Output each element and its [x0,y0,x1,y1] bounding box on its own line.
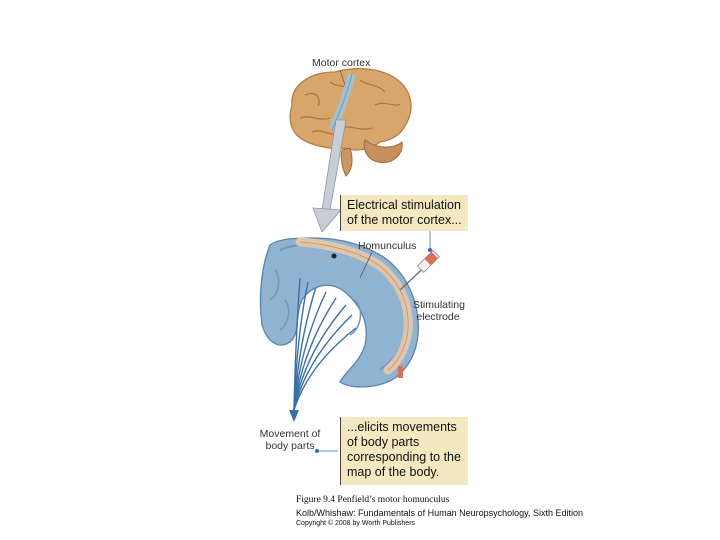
homunculus-label: Homunculus [358,240,417,252]
figure-caption: Figure 9.4 Penfield’s motor homunculus [296,495,450,505]
brain-illustration [289,68,412,177]
elicits-line1: ...elicits movements [347,420,457,434]
stimulation-line2: of the motor cortex... [347,213,462,227]
motor-cortex-label: Motor cortex [312,57,371,69]
elicits-line4: map of the body. [347,465,440,479]
electrode [399,249,440,291]
movement-line1: Movement of [259,428,321,440]
homunculus-leader [359,251,373,279]
elicits-line3: corresponding to the [347,450,461,464]
motor-cortex-leader [339,69,346,86]
stimulating-electrode-line1: Stimulating [413,299,465,311]
stimulation-line1: Electrical stimulation [347,198,461,212]
stimulation-connector-dot [428,248,432,252]
stimulating-electrode-label: Stimulating electrode [413,299,465,323]
cortex-slice [259,237,419,388]
elicits-connector-dot [315,449,319,453]
movement-arrowhead [289,410,299,422]
movement-arrows [293,277,357,411]
movement-line2: body parts [265,440,315,452]
elicits-box: ...elicits movements of body parts corre… [340,417,468,485]
movement-label: Movement of body parts [259,428,321,452]
down-arrow [312,119,347,233]
stimulating-electrode-line2: electrode [416,311,460,323]
source-caption: Kolb/Whishaw: Fundamentals of Human Neur… [296,508,583,518]
elicits-line2: of body parts [347,435,420,449]
stimulation-box: Electrical stimulation of the motor cort… [340,195,468,231]
copyright-caption: Copyright © 2008 by Worth Publishers [296,520,416,527]
